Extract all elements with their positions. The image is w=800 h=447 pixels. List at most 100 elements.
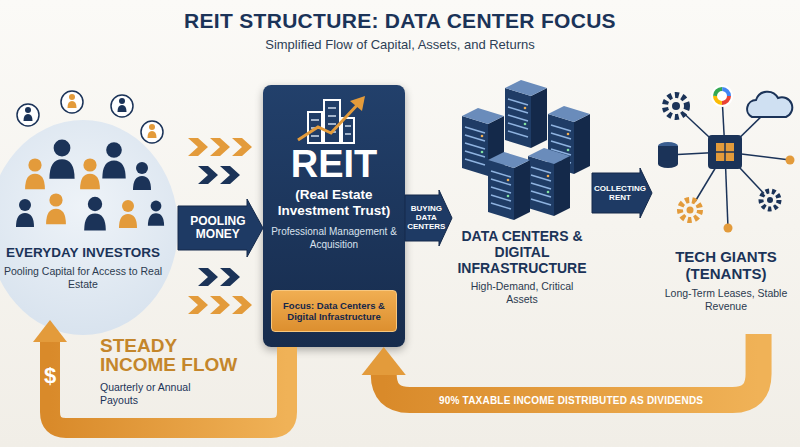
tech-icons <box>668 152 725 155</box>
tech-icons <box>658 160 678 168</box>
tech-icons <box>724 143 726 161</box>
flow-chevrons <box>220 166 240 184</box>
building-icon <box>311 135 319 137</box>
tech-icons <box>672 102 680 110</box>
tech-icons <box>668 96 790 228</box>
tech-icons <box>690 152 725 210</box>
tech-icons <box>722 96 725 152</box>
tech-icons <box>715 89 729 103</box>
flow-chevrons <box>188 138 208 156</box>
server-racks <box>462 108 504 176</box>
investor-people <box>133 162 151 190</box>
building-icon <box>328 115 336 117</box>
investor-people <box>46 193 66 224</box>
tech-icons <box>724 224 733 233</box>
building-icon <box>328 107 336 109</box>
flow-chevrons <box>210 296 230 314</box>
tech-icons <box>786 156 795 165</box>
investor-people <box>25 158 45 189</box>
tech-icons <box>725 152 728 228</box>
tech-icons <box>725 152 790 160</box>
tech-icons <box>658 146 678 164</box>
tech-icons <box>716 143 734 161</box>
tech-icons <box>658 142 678 150</box>
building-icon <box>311 108 351 136</box>
building-icon <box>328 131 336 133</box>
node-text: EVERYDAY INVESTORS <box>6 245 160 261</box>
investor-people <box>119 200 137 228</box>
block-arrow <box>592 168 652 218</box>
diagram-subtitle: Simplified Flow of Capital, Assets, and … <box>0 37 800 52</box>
node-text: Long-Term Leases, Stable Revenue <box>656 287 796 313</box>
block-arrow <box>405 190 452 246</box>
tech-icons <box>716 151 734 153</box>
block-arrow <box>178 199 263 257</box>
node-text: Focus: Data Centers & Digital Infrastruc… <box>277 300 391 323</box>
investor-people <box>84 197 106 231</box>
building-icon <box>311 127 319 129</box>
flow-chevrons <box>188 296 208 314</box>
server-racks <box>462 80 590 220</box>
flow-chevrons <box>210 138 230 156</box>
tech-icons <box>665 95 687 117</box>
tech-icons <box>676 106 725 152</box>
building-icon <box>308 112 322 143</box>
server-racks <box>548 106 590 174</box>
edge-label: COLLECTING RENT <box>591 184 649 202</box>
node-text: Pooling Capital for Access to Real Estat… <box>0 265 168 291</box>
investor-people <box>111 95 133 117</box>
node-text: REIT <box>291 145 378 183</box>
tech-icons <box>711 85 733 107</box>
tech-icons <box>715 89 729 103</box>
income-heading: STEADY INCOME FLOW <box>100 336 240 374</box>
arrow-head <box>33 320 67 342</box>
building-icon <box>308 100 354 143</box>
tech-icons <box>715 89 729 103</box>
building-icon <box>350 96 365 111</box>
investor-people <box>61 91 83 113</box>
investor-people <box>17 91 163 143</box>
investor-people <box>148 201 164 226</box>
income-note: Quarterly or Annual Payouts <box>100 381 230 406</box>
investor-people <box>49 140 74 179</box>
node-text: High-Demand, Critical Assets <box>454 280 590 306</box>
tech-icons <box>680 200 700 220</box>
block-arrow <box>178 199 263 257</box>
tech-icons <box>687 207 694 214</box>
server-racks <box>528 148 570 216</box>
building-icon <box>345 133 351 135</box>
block-arrow <box>592 168 652 218</box>
investor-people <box>68 94 77 108</box>
return-arrow <box>384 334 759 400</box>
flow-chevrons <box>232 296 252 314</box>
diagram-title: REIT STRUCTURE: DATA CENTER FOCUS <box>0 9 800 33</box>
building-icon <box>342 118 354 143</box>
focus-badge: Focus: Data Centers & Digital Infrastruc… <box>271 290 397 332</box>
tech-icons <box>658 85 795 233</box>
investor-people <box>102 142 125 178</box>
tech-icons <box>747 92 792 117</box>
tenant-block: TECH GIANTS (TENANTS) Long-Term Leases, S… <box>652 70 800 332</box>
building-icon <box>298 96 365 143</box>
investor-people <box>118 98 127 112</box>
node-text: TECH GIANTS (TENANTS) <box>656 248 796 283</box>
tech-icons <box>715 89 729 103</box>
flow-chevrons <box>198 268 218 286</box>
tech-icons <box>767 197 773 203</box>
flow-chevrons <box>220 268 240 286</box>
tech-icons <box>761 191 779 209</box>
flow-chevrons <box>198 166 218 184</box>
investor-people <box>17 104 39 126</box>
building-icon <box>311 119 319 121</box>
investor-circle: EVERYDAY INVESTORS Pooling Capital for Ac… <box>0 120 178 335</box>
server-racks <box>505 80 547 148</box>
return-arrow <box>362 334 759 400</box>
edge-label: POOLING MONEY <box>183 215 253 241</box>
arrow-head <box>362 347 406 375</box>
investor-people <box>24 107 33 121</box>
tech-icons <box>725 152 770 200</box>
investor-people <box>16 199 34 227</box>
edge-label: 90% TAXABLE INCOME DISTRIBUTED AS DIVIDE… <box>415 395 728 406</box>
flow-chevrons <box>232 138 252 156</box>
